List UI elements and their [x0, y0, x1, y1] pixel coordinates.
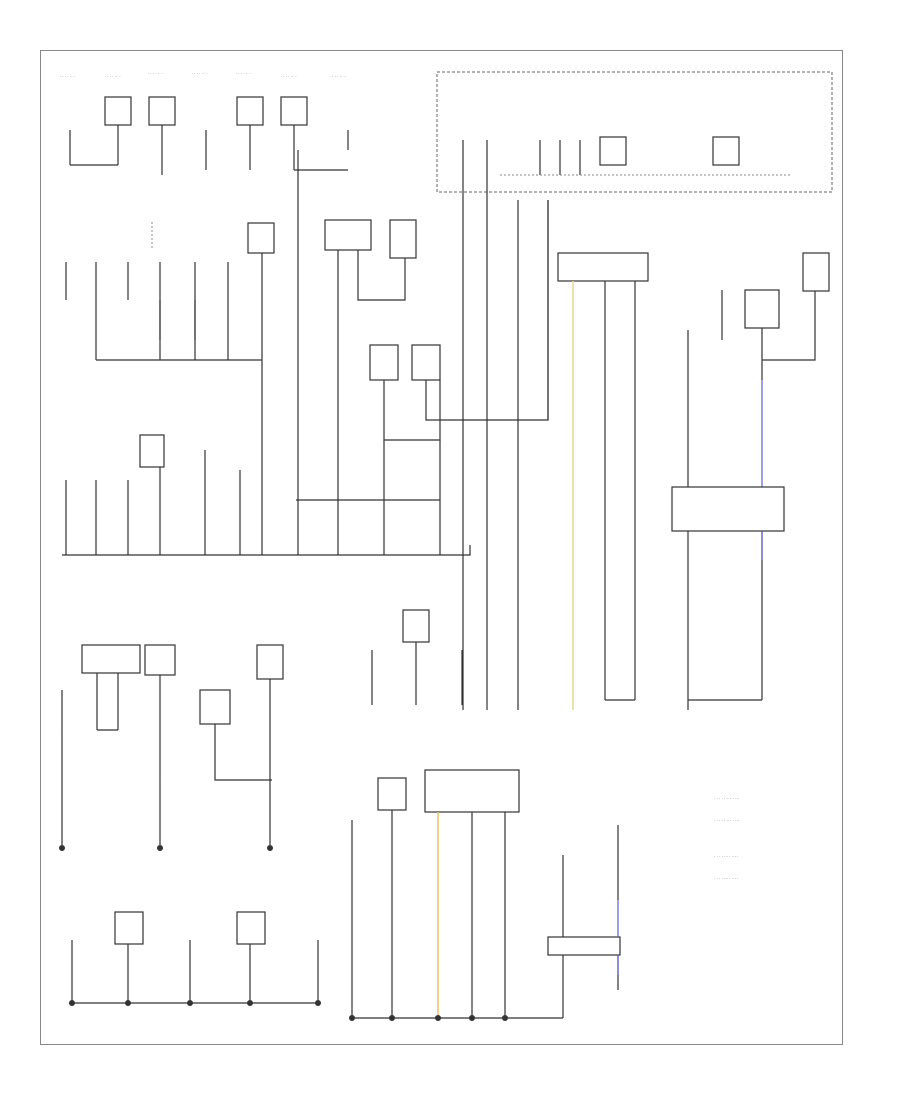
module-outline — [436, 71, 833, 193]
lower-center — [349, 609, 621, 1021]
component-box — [81, 644, 141, 674]
lower-left — [59, 644, 284, 851]
second-row-left — [65, 222, 275, 361]
component-box — [236, 96, 264, 126]
component-box — [389, 219, 417, 259]
label-text-1: ·· ·· ·· · — [60, 74, 76, 80]
component-box — [114, 911, 144, 945]
top-left-components: ·· ·· ·· · ·· ·· ·· · ·· ·· ·· · ·· ·· ·… — [60, 71, 349, 175]
center-top-group — [296, 150, 549, 501]
label-text-6: ·· ·· ·· · — [281, 74, 297, 80]
svg-text:· ·· ····· ····: · ·· ····· ···· — [714, 854, 738, 860]
svg-text:· ·· ····· ····: · ·· ····· ···· — [714, 876, 738, 882]
label-text-2: ·· ·· ·· · — [105, 74, 121, 80]
component-box — [148, 96, 176, 126]
component-box — [744, 289, 780, 329]
svg-text:· ·· ·· ··· ····: · ·· ·· ··· ···· — [714, 818, 740, 824]
component-box — [369, 344, 399, 381]
right-module — [557, 252, 830, 710]
top-right-module — [436, 71, 833, 710]
svg-text:· ·· ·· ··· ····: · ·· ·· ··· ···· — [714, 796, 740, 802]
component-box — [199, 689, 231, 725]
connector-box — [547, 936, 621, 956]
component-box — [557, 252, 649, 282]
component-box — [139, 434, 165, 468]
component-box — [247, 222, 275, 254]
component-box — [324, 219, 372, 251]
legend: · ·· ·· ··· ···· · ·· ·· ··· ···· · ·· ·… — [714, 796, 740, 882]
bottom-left-row — [69, 911, 321, 1006]
label-text-5: ·· ·· ·· · — [236, 71, 252, 77]
label-text-7: ·· ·· ·· · — [330, 74, 346, 80]
component-box — [144, 644, 176, 676]
component-box — [402, 609, 430, 643]
left-middle-bus — [62, 360, 471, 556]
component-box — [411, 344, 441, 381]
component-box — [712, 136, 740, 166]
diagram-frame — [40, 50, 843, 1045]
component-box — [377, 777, 407, 811]
component-box — [424, 769, 520, 813]
component-box — [280, 96, 308, 126]
component-box — [802, 252, 830, 292]
label-text-4: ·· ·· ·· · — [192, 71, 208, 77]
component-box — [104, 96, 132, 126]
label-text-3: ·· ·· ·· · — [148, 71, 164, 77]
component-box — [236, 911, 266, 945]
component-box — [256, 644, 284, 680]
component-box — [599, 136, 627, 166]
connector-box — [671, 486, 785, 532]
